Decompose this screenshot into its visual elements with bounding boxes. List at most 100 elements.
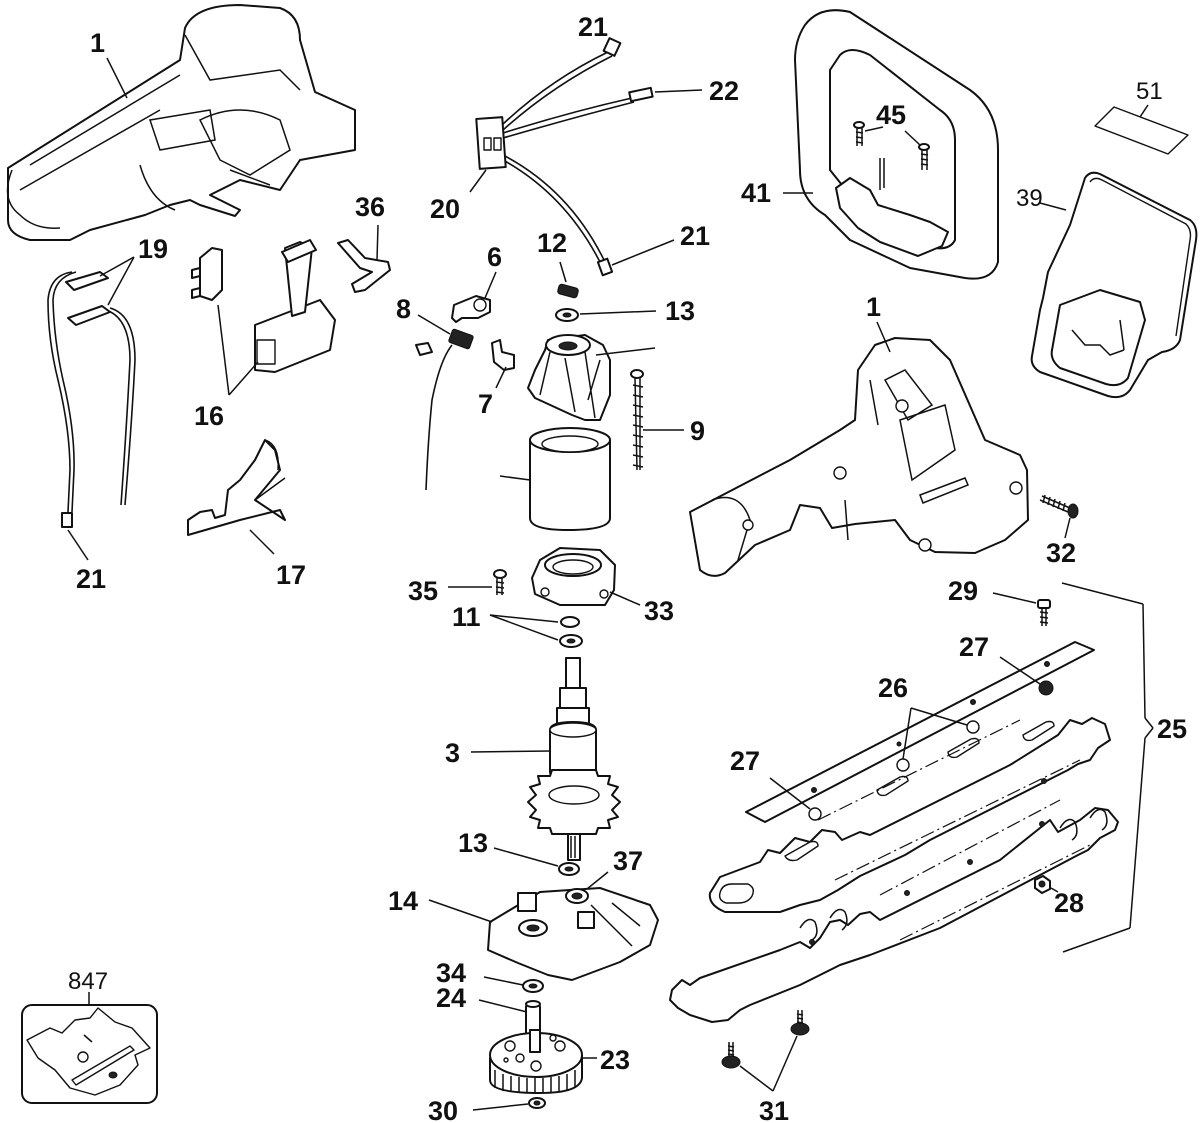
leader-line — [478, 999, 528, 1013]
leader-line — [876, 321, 891, 353]
label-25: 25 — [1157, 714, 1187, 744]
label-31: 31 — [759, 1096, 789, 1123]
leader-line — [902, 707, 912, 760]
terminals-19 — [47, 271, 136, 528]
spacer-26 — [966, 720, 980, 734]
leader-line — [428, 899, 493, 923]
leader-line — [1139, 104, 1149, 118]
label-35: 35 — [408, 576, 438, 606]
screw-29 — [1037, 599, 1051, 626]
leader-line — [609, 591, 641, 606]
spacer-27-right — [1038, 680, 1054, 696]
leader-line — [1064, 517, 1071, 539]
label-29: 29 — [948, 576, 978, 606]
screw-9 — [630, 369, 644, 471]
hardware-kit-847 — [21, 1004, 158, 1104]
label-8: 8 — [396, 294, 411, 324]
brush-parts — [415, 295, 515, 491]
leader-line — [67, 529, 89, 561]
label-32: 32 — [1046, 538, 1076, 568]
leader-line — [228, 361, 259, 396]
gear-23 — [489, 1029, 583, 1094]
leader-line — [904, 130, 921, 146]
label-51: 51 — [1136, 78, 1163, 105]
screw-32 — [1039, 494, 1079, 519]
label-33: 33 — [644, 596, 674, 626]
brush-holder-5 — [527, 334, 611, 421]
housing-right-half — [689, 337, 1029, 577]
label-1-right: 1 — [866, 292, 881, 322]
leader-line — [484, 271, 497, 299]
leader-line — [417, 314, 451, 335]
leader-line — [654, 89, 703, 93]
label-12: 12 — [537, 228, 567, 258]
leader-line — [106, 57, 128, 99]
leader-line — [499, 475, 531, 481]
bracket-line — [1062, 927, 1131, 953]
label-9: 9 — [690, 416, 705, 446]
label-16: 16 — [194, 401, 224, 431]
leader-line — [107, 256, 135, 306]
label-19: 19 — [138, 234, 168, 264]
label-39: 39 — [1016, 185, 1043, 212]
blade-assembly-25 — [669, 641, 1119, 1023]
leader-line — [99, 256, 135, 277]
label-28: 28 — [1054, 888, 1084, 918]
label-847: 847 — [68, 968, 108, 995]
terminal-board-20 — [475, 37, 654, 277]
leader-line — [739, 1065, 774, 1092]
spacer-27-left — [808, 807, 822, 821]
leader-line — [579, 310, 657, 315]
gear-case-14 — [487, 887, 659, 981]
screws-31 — [721, 1010, 810, 1069]
leader-line — [999, 656, 1041, 685]
leader-line — [489, 614, 559, 641]
label-45: 45 — [876, 100, 906, 130]
bracket-line — [1144, 717, 1154, 729]
leader-line — [249, 529, 275, 555]
leader-line — [217, 304, 230, 396]
label-24: 24 — [436, 983, 466, 1013]
label-7: 7 — [478, 389, 493, 419]
field-4 — [529, 427, 611, 531]
guard-39 — [1030, 171, 1198, 399]
label-34: 34 — [436, 958, 466, 988]
bearing-housing-33 — [531, 547, 616, 606]
label-13-bottom: 13 — [458, 828, 488, 858]
leader-line — [864, 126, 884, 132]
label-22: 22 — [709, 76, 739, 106]
leader-line — [495, 366, 507, 389]
label-1-left: 1 — [90, 28, 105, 58]
bracket-line — [1061, 582, 1144, 605]
label-23: 23 — [600, 1045, 630, 1075]
screw-35 — [493, 569, 507, 595]
nut-28 — [1034, 875, 1051, 894]
label-37: 37 — [613, 846, 643, 876]
switch-16 — [191, 239, 336, 373]
label-36: 36 — [355, 192, 385, 222]
label-20: 20 — [430, 194, 460, 224]
housing-left-half — [6, 4, 356, 241]
bracket-line — [1144, 727, 1154, 739]
leader-line — [769, 777, 811, 810]
label-21-left: 21 — [76, 564, 106, 594]
label-26: 26 — [878, 673, 908, 703]
armature-3 — [527, 657, 621, 861]
leader-line — [772, 1035, 798, 1092]
trigger-17 — [187, 439, 286, 536]
leader-line — [469, 169, 487, 193]
label-21-top: 21 — [578, 12, 608, 42]
bracket-line — [1142, 603, 1146, 719]
leader-line — [493, 847, 559, 867]
washer-11 — [560, 616, 580, 628]
label-21-mid: 21 — [680, 221, 710, 251]
leader-line — [1039, 202, 1067, 211]
leader-line — [611, 239, 675, 266]
label-11: 11 — [452, 602, 481, 632]
leader-line — [910, 707, 968, 726]
front-handle-41 — [794, 9, 999, 280]
leader-line — [472, 1103, 529, 1111]
nameplate-51 — [1094, 106, 1189, 155]
label-30: 30 — [428, 1096, 458, 1123]
